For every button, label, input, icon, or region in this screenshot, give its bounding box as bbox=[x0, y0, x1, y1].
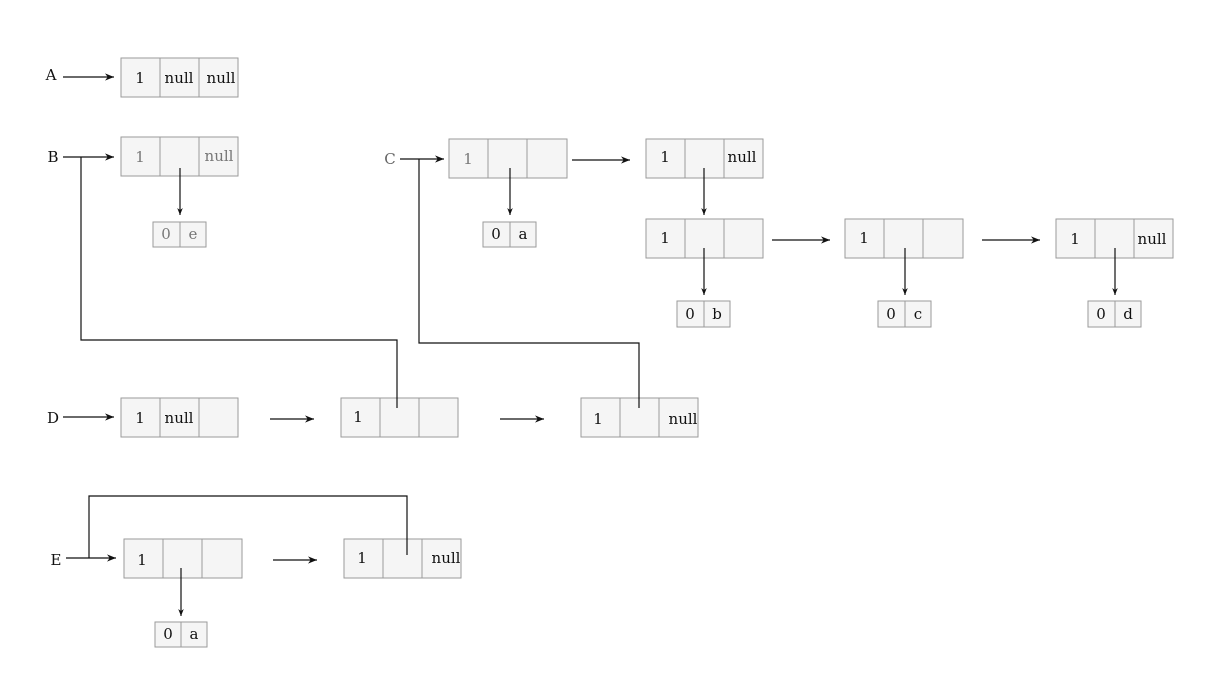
tag-text: 1 bbox=[463, 150, 473, 168]
atom-tag: 0 bbox=[1096, 305, 1106, 323]
list-node-d1: 1 null bbox=[120, 397, 239, 438]
atom-tag: 0 bbox=[491, 225, 501, 243]
list-node-d3: 1 null bbox=[580, 397, 699, 438]
atom-val: d bbox=[1123, 305, 1133, 323]
list-node-a1: 1 null null bbox=[120, 57, 239, 98]
atom-val: a bbox=[519, 225, 528, 243]
label-c: C bbox=[384, 150, 395, 168]
tag-text: 1 bbox=[135, 69, 145, 87]
atom-tag: 0 bbox=[886, 305, 896, 323]
hp-text: null bbox=[165, 409, 194, 427]
tp-text: null bbox=[207, 69, 236, 87]
link-d2-to-b bbox=[80, 157, 398, 408]
list-node-c1: 1 bbox=[448, 138, 568, 179]
tag-text: 1 bbox=[859, 229, 869, 247]
hp-cell bbox=[159, 57, 200, 98]
tag-text: 1 bbox=[660, 148, 670, 166]
link-d3-to-c bbox=[418, 159, 640, 408]
tag-text: 1 bbox=[137, 551, 147, 569]
atom-val: a bbox=[190, 625, 199, 643]
list-node-c4: 1 bbox=[844, 218, 964, 259]
atom-node-d: 0 d bbox=[1087, 300, 1142, 328]
atom-val: e bbox=[189, 225, 198, 243]
atom-node-e-a: 0 a bbox=[154, 621, 208, 648]
label-d: D bbox=[47, 409, 59, 427]
tag-text: 1 bbox=[593, 410, 603, 428]
list-node-c2: 1 null bbox=[645, 138, 764, 179]
label-a: A bbox=[45, 66, 57, 84]
tag-text: 1 bbox=[660, 229, 670, 247]
hp-text: null bbox=[165, 69, 194, 87]
atom-node-b: 0 e bbox=[152, 221, 207, 248]
list-node-d2: 1 bbox=[340, 397, 459, 438]
tp-text: null bbox=[669, 410, 698, 428]
tp-text: null bbox=[728, 148, 757, 166]
list-node-e2: 1 null bbox=[343, 538, 462, 579]
label-b: B bbox=[47, 148, 58, 166]
atom-val: b bbox=[712, 305, 722, 323]
atom-tag: 0 bbox=[685, 305, 695, 323]
tag-text: 1 bbox=[353, 408, 363, 426]
atom-node-c: 0 c bbox=[877, 300, 932, 328]
label-e: E bbox=[51, 551, 62, 569]
tag-text: 1 bbox=[357, 549, 367, 567]
atom-node-b2: 0 b bbox=[676, 300, 731, 328]
tp-text: null bbox=[432, 549, 461, 567]
tp-text: null bbox=[1138, 230, 1167, 248]
list-node-b1: 1 null bbox=[120, 136, 239, 177]
tp-cell bbox=[198, 57, 239, 98]
atom-tag: 0 bbox=[163, 625, 173, 643]
list-node-e1: 1 bbox=[123, 538, 243, 579]
atom-val: c bbox=[914, 305, 922, 323]
tp-text: null bbox=[205, 147, 234, 165]
link-e2-to-e bbox=[88, 495, 408, 558]
tag-text: 1 bbox=[135, 409, 145, 427]
tag-text: 1 bbox=[135, 148, 145, 166]
tag-text: 1 bbox=[1070, 230, 1080, 248]
atom-node-c-a: 0 a bbox=[482, 221, 537, 248]
atom-tag: 0 bbox=[161, 225, 171, 243]
